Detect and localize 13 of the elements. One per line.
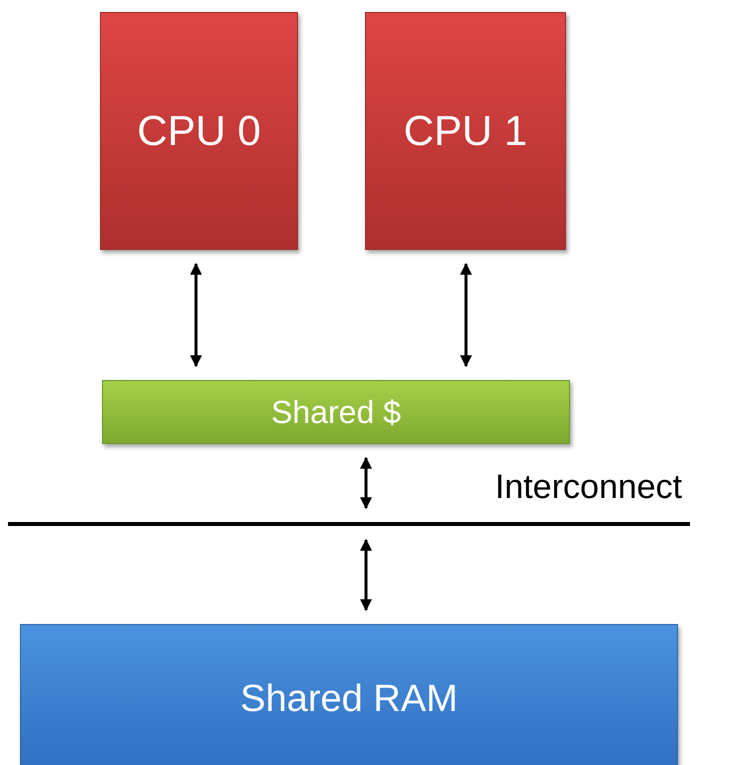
cpu-box [365,12,566,250]
node-label: CPU 1 [404,107,528,155]
cache-box [102,380,570,444]
double-arrow [360,456,372,510]
node-label: Shared $ [271,394,401,430]
double-arrow [360,538,372,612]
bus-label: Interconnect [495,468,682,507]
node-label: CPU 0 [137,107,261,155]
cpu-box [100,12,298,250]
double-arrow [190,262,202,368]
memory-box [20,624,678,765]
double-arrow [460,262,472,368]
node-label: Shared RAM [240,678,458,720]
